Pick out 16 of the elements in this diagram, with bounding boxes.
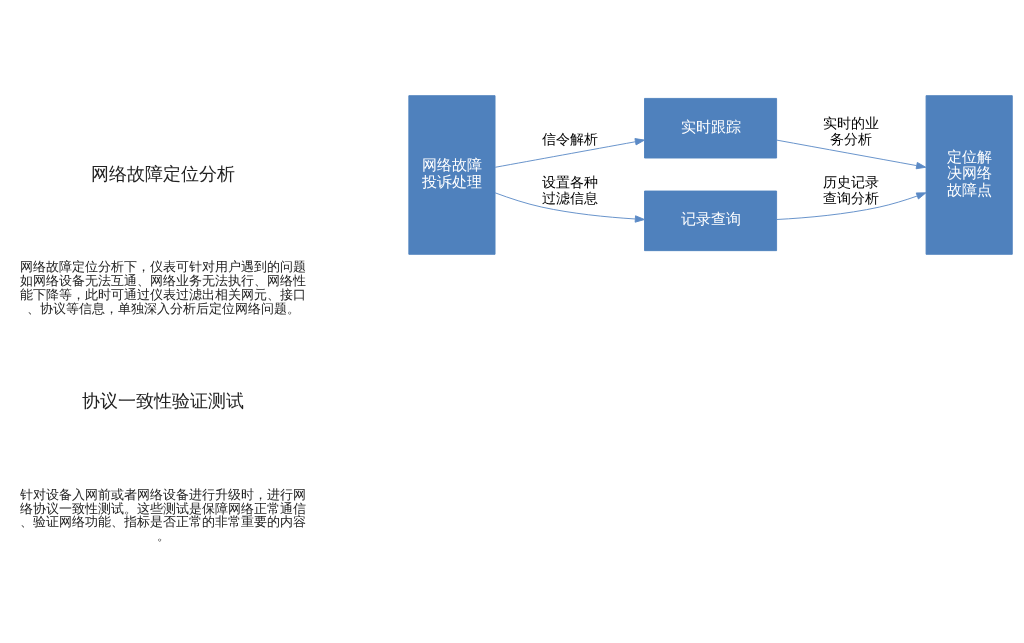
node-box: 网络故障投诉处理 <box>408 95 496 255</box>
arrow <box>494 192 645 223</box>
arrow <box>494 138 645 168</box>
node-box: 记录查询 <box>644 190 778 252</box>
label: 协议一致性验证测试 <box>82 390 245 412</box>
arrow <box>776 139 927 170</box>
edge-label: 设置各种过滤信息 <box>541 173 598 206</box>
label: 网络故障定位分析 <box>91 162 236 184</box>
edge-label: 历史记录查询分析 <box>823 173 880 206</box>
edge-label: 实时的业务分析 <box>823 115 880 147</box>
node-box: 定位解决网络故障点 <box>925 95 1013 255</box>
arrow <box>776 192 927 220</box>
edge-label: 信令解析 <box>541 130 598 147</box>
label: 网络故障定位分析下，仪表可针对用户遇到的问题如网络设备无法互通、网络业务无法执行、网络性能下降等，此时可通过仪表过滤出相关网元、接口、协议等信息，单独深入分析后定位网络问题。 <box>20 259 307 316</box>
label: 针对设备入网前或者网络设备进行升级时，进行网络协议一致性测试。这些测试是保障网络正常通信、验证网络功能、指标是否正常的非常重要的内容。 <box>20 486 307 544</box>
node-box: 实时跟踪 <box>644 97 778 159</box>
